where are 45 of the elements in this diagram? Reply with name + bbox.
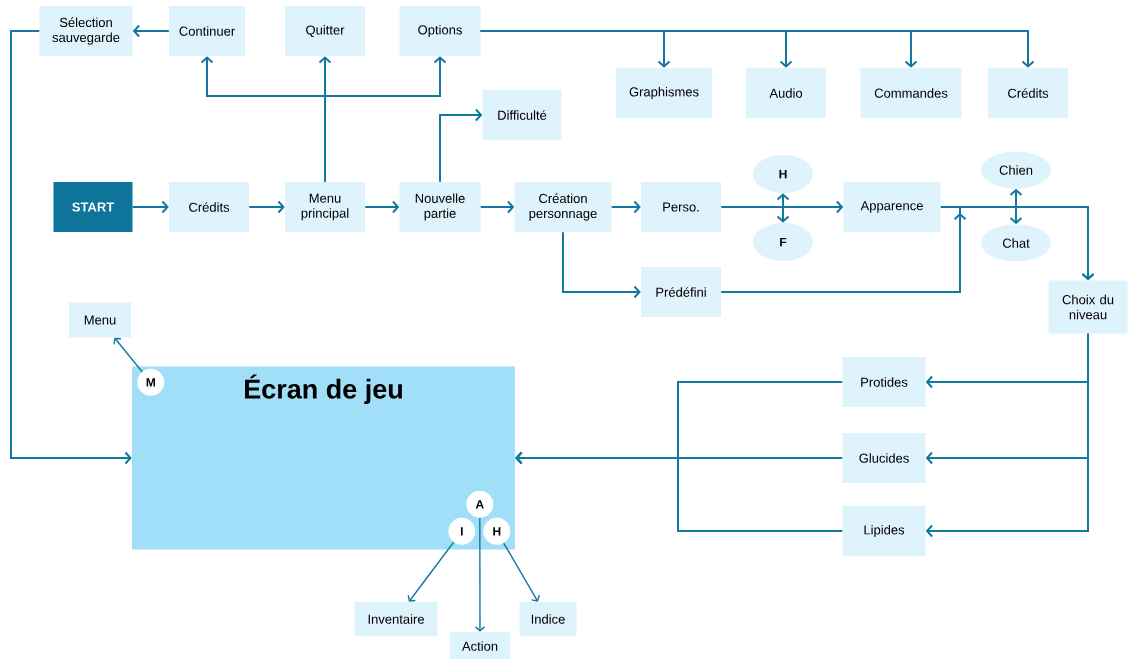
process-box: Audio [746, 68, 826, 118]
process-box: Menu [69, 302, 131, 338]
arrow [720, 206, 1095, 293]
process-box: Nouvelle partie [399, 182, 481, 232]
process-box: Crédits [169, 182, 249, 232]
process-box: Quitter [285, 6, 365, 56]
process-box: Glucides [842, 433, 926, 483]
process-box: Inventaire [354, 602, 438, 636]
process-box: Crédits [988, 68, 1068, 118]
arrow [479, 200, 515, 214]
process-box: Apparence [843, 182, 941, 232]
process-box: Continuer [169, 6, 245, 56]
leader-arrow [503, 542, 541, 602]
arrow [515, 451, 844, 532]
arrow [364, 200, 400, 214]
arrow [562, 231, 641, 299]
process-box: Indice [519, 602, 577, 636]
arrow [925, 332, 1089, 538]
start-box: START [53, 182, 133, 232]
process-box: Menu principal [285, 182, 365, 232]
process-box: Prédéfini [641, 267, 721, 317]
arrow [1009, 188, 1023, 225]
process-box: Action [450, 632, 510, 659]
process-box: Sélection sauvegarde [39, 6, 133, 56]
process-box: Lipides [842, 506, 926, 556]
arrow [720, 200, 844, 214]
arrow [132, 24, 170, 38]
process-box: Création personnage [514, 182, 612, 232]
process-box: Commandes [860, 68, 962, 118]
arrow [10, 30, 132, 465]
process-box: Graphismes [616, 68, 712, 118]
process-box: Perso. [641, 182, 721, 232]
arrow [324, 56, 447, 183]
arrow [131, 200, 169, 214]
process-box: Difficulté [482, 90, 562, 140]
arrow [248, 200, 285, 214]
arrow [479, 30, 1035, 68]
process-box: Protides [842, 357, 926, 407]
process-box: Options [399, 6, 481, 56]
arrow [610, 200, 641, 214]
arrow [439, 108, 483, 183]
leader-arrow [407, 541, 455, 602]
arrow [776, 193, 790, 223]
process-box: Choix du niveau [1048, 280, 1128, 334]
leader-arrow [113, 337, 143, 373]
